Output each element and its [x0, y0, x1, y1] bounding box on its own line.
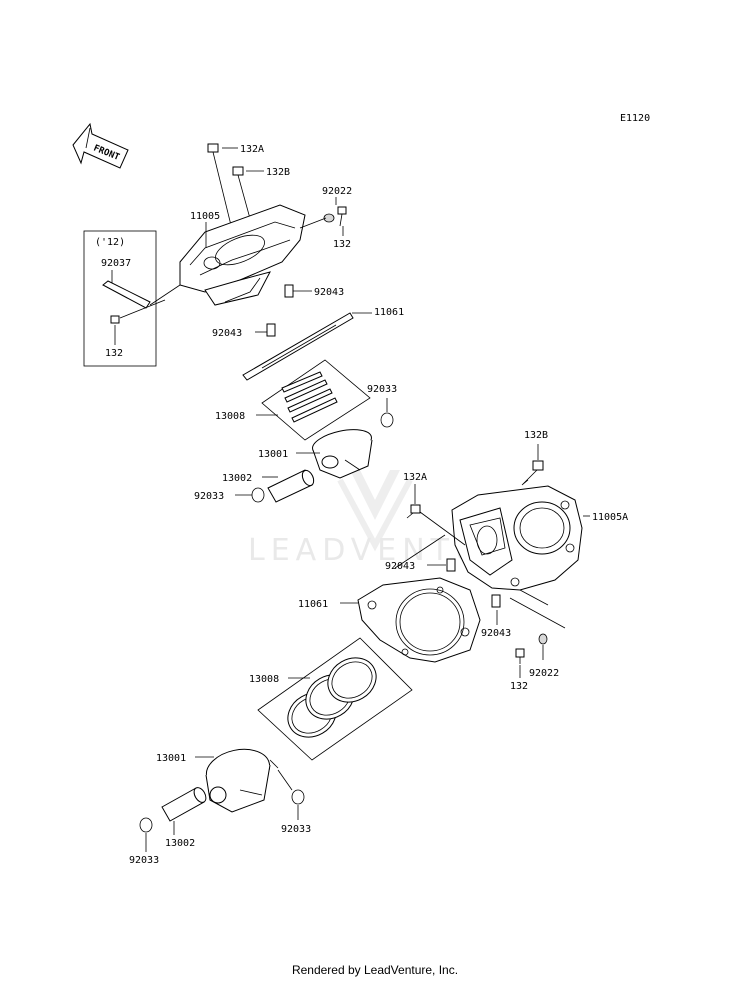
front-dowel-left-92043: [446, 558, 456, 572]
rear-dowel-lower-92043: [266, 323, 276, 337]
label-front-circlip-right: 92033: [281, 824, 311, 835]
front-piston-13001: [205, 748, 271, 813]
label-front-gasket: 11061: [298, 599, 328, 610]
label-rear-bolt-132b: 132B: [266, 167, 290, 178]
rear-gasket-11061: [242, 312, 354, 381]
front-circlip-right-92033: [291, 789, 305, 805]
label-front-bolt-132a: 132A: [403, 472, 427, 483]
inset-bolt-132: [110, 315, 120, 324]
label-front-cylinder: 11005A: [592, 512, 628, 523]
inset-box-12: ('12) 92037 132: [83, 230, 181, 367]
rear-bolt-132: [337, 206, 347, 227]
rear-circlip-right-92033: [380, 412, 394, 428]
rear-piston-13001: [312, 429, 373, 479]
label-rear-bolt-132: 132: [333, 239, 351, 250]
rear-dowel-upper-92043: [284, 284, 294, 298]
label-rear-dowel-lower: 92043: [212, 328, 242, 339]
label-rear-gasket: 11061: [374, 307, 404, 318]
label-rear-cylinder: 11005: [190, 211, 220, 222]
label-front-washer: 92022: [529, 668, 559, 679]
label-front-circlip-left: 92033: [129, 855, 159, 866]
label-rear-circlip-right: 92033: [367, 384, 397, 395]
inset-note: ('12): [95, 237, 125, 248]
front-arrow-icon: FRONT: [72, 122, 129, 169]
label-front-pin: 13002: [165, 838, 195, 849]
label-rear-washer: 92022: [322, 186, 352, 197]
front-washer-92022: [538, 633, 548, 645]
footer-credit: Rendered by LeadVenture, Inc.: [291, 963, 459, 977]
front-dowel-right-92043: [491, 594, 501, 608]
rear-washer-92022: [323, 213, 335, 223]
label-front-piston: 13001: [156, 753, 186, 764]
front-bolt-132b: [521, 460, 544, 486]
label-inset-bolt: 132: [105, 348, 123, 359]
inset-part-92037: [102, 280, 151, 309]
rear-cylinder-11005: [179, 204, 306, 306]
front-circlip-left-92033: [139, 817, 153, 833]
front-pin-13002: [161, 787, 207, 822]
front-gasket-11061: [357, 577, 481, 663]
rear-pin-13002: [267, 469, 315, 503]
label-rear-pin: 13002: [222, 473, 252, 484]
front-bolt-132: [515, 648, 525, 664]
label-rear-rings: 13008: [215, 411, 245, 422]
rear-rings-13008: [261, 359, 371, 441]
label-rear-dowel-upper: 92043: [314, 287, 344, 298]
watermark-logo: [337, 470, 413, 552]
label-front-rings: 13008: [249, 674, 279, 685]
front-rings-13008: [257, 637, 413, 761]
front-cylinder-11005a: [451, 485, 583, 591]
label-rear-bolt-132a: 132A: [240, 144, 264, 155]
label-inset-part: 92037: [101, 258, 131, 269]
label-front-bolt-132b: 132B: [524, 430, 548, 441]
label-front-dowel-left: 92043: [385, 561, 415, 572]
rear-circlip-left-92033: [251, 487, 265, 503]
label-front-dowel-right: 92043: [481, 628, 511, 639]
front-bolt-132a: [406, 504, 421, 519]
diagram-code: E1120: [620, 113, 650, 124]
label-rear-circlip-left: 92033: [194, 491, 224, 502]
label-front-bolt-132: 132: [510, 681, 528, 692]
label-rear-piston: 13001: [258, 449, 288, 460]
